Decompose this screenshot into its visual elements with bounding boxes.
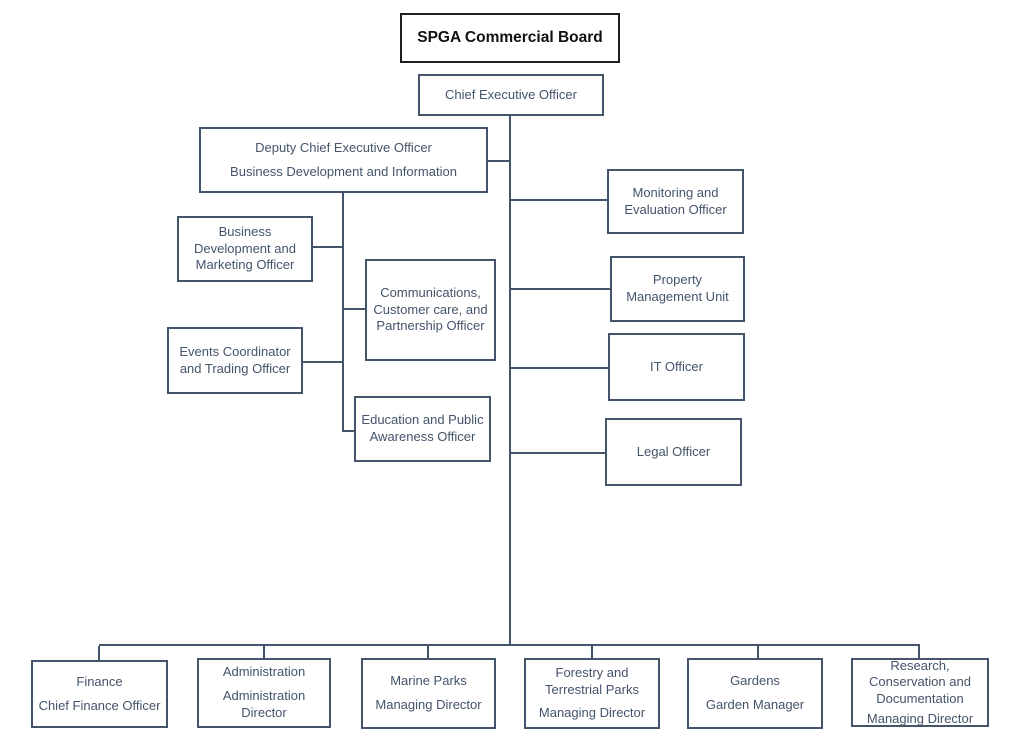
connector-deputy-branch-spine	[342, 193, 344, 432]
org-node-forestry-terrestrial-parks: Forestry and Terrestrial Parks Managing …	[524, 658, 660, 729]
connector-comms	[344, 308, 365, 310]
connector-it	[510, 367, 609, 369]
org-node-deputy-ceo-title: Deputy Chief Executive Officer	[255, 139, 432, 155]
org-node-research-role: Managing Director	[866, 710, 974, 726]
org-node-finance: Finance Chief Finance Officer	[31, 660, 168, 728]
org-node-marine-parks-role: Managing Director	[375, 697, 482, 712]
connector-stub-gardens	[757, 646, 759, 658]
org-node-administration-dept: Administration	[222, 664, 306, 680]
org-node-deputy-ceo: Deputy Chief Executive Officer Business …	[199, 127, 488, 193]
org-node-it-officer-label: IT Officer	[650, 358, 703, 374]
connector-deputy	[488, 160, 510, 162]
org-node-business-development-marketing: Business Development and Marketing Offic…	[177, 216, 313, 282]
org-node-administration: Administration Administration Director	[197, 658, 331, 728]
org-node-property-management-label: Property Management Unit	[626, 272, 729, 304]
connector-central-spine	[509, 115, 511, 646]
org-node-business-development-marketing-label: Business Development and Marketing Offic…	[194, 223, 296, 273]
org-node-education-awareness-label: Education and Public Awareness Officer	[361, 412, 484, 444]
connector-education	[344, 430, 354, 432]
org-node-education-awareness: Education and Public Awareness Officer	[354, 396, 491, 462]
connector-stub-marine	[427, 646, 429, 658]
org-node-events-coordinator-label: Events Coordinator and Trading Officer	[179, 343, 291, 376]
org-node-ceo: Chief Executive Officer	[418, 74, 604, 116]
org-node-research-conservation: Research, Conservation and Documentation…	[851, 658, 989, 727]
org-node-gardens-role: Garden Manager	[705, 697, 805, 712]
org-node-finance-role: Chief Finance Officer	[38, 697, 161, 713]
org-node-events-coordinator: Events Coordinator and Trading Officer	[167, 327, 303, 394]
org-node-legal-officer-label: Legal Officer	[636, 443, 711, 459]
org-node-marine-parks-dept: Marine Parks	[390, 673, 467, 689]
connector-stub-finance	[98, 646, 100, 660]
connector-bottom-rail	[99, 644, 920, 646]
org-node-it-officer: IT Officer	[608, 333, 745, 401]
org-node-monitoring-evaluation: Monitoring and Evaluation Officer	[607, 169, 744, 234]
org-node-board-label: SPGA Commercial Board	[417, 28, 603, 46]
connector-stub-research	[918, 646, 920, 658]
connector-bdm	[313, 246, 343, 248]
org-node-administration-role: Administration Director	[222, 688, 306, 720]
connector-stub-administration	[263, 646, 265, 658]
org-node-monitoring-evaluation-label: Monitoring and Evaluation Officer	[624, 184, 727, 217]
org-node-gardens: Gardens Garden Manager	[687, 658, 823, 729]
org-node-forestry-dept: Forestry and Terrestrial Parks	[545, 664, 639, 697]
connector-monitoring	[510, 199, 607, 201]
connector-property	[510, 288, 611, 290]
org-node-forestry-role: Managing Director	[538, 705, 646, 721]
org-node-board: SPGA Commercial Board	[400, 13, 620, 63]
org-node-communications: Communications, Customer care, and Partn…	[365, 259, 496, 361]
org-node-marine-parks: Marine Parks Managing Director	[361, 658, 496, 729]
org-node-deputy-ceo-subtitle: Business Development and Information	[230, 163, 457, 179]
connector-legal	[510, 452, 606, 454]
org-node-property-management: Property Management Unit	[610, 256, 745, 322]
org-node-finance-dept: Finance	[76, 673, 123, 689]
org-node-communications-label: Communications, Customer care, and Partn…	[373, 284, 488, 334]
org-node-gardens-dept: Gardens	[730, 673, 780, 689]
org-node-legal-officer: Legal Officer	[605, 418, 742, 486]
connector-stub-forestry	[591, 646, 593, 658]
org-node-ceo-label: Chief Executive Officer	[445, 86, 577, 102]
connector-events	[303, 361, 343, 363]
org-node-research-dept: Research, Conservation and Documentation	[869, 658, 971, 706]
